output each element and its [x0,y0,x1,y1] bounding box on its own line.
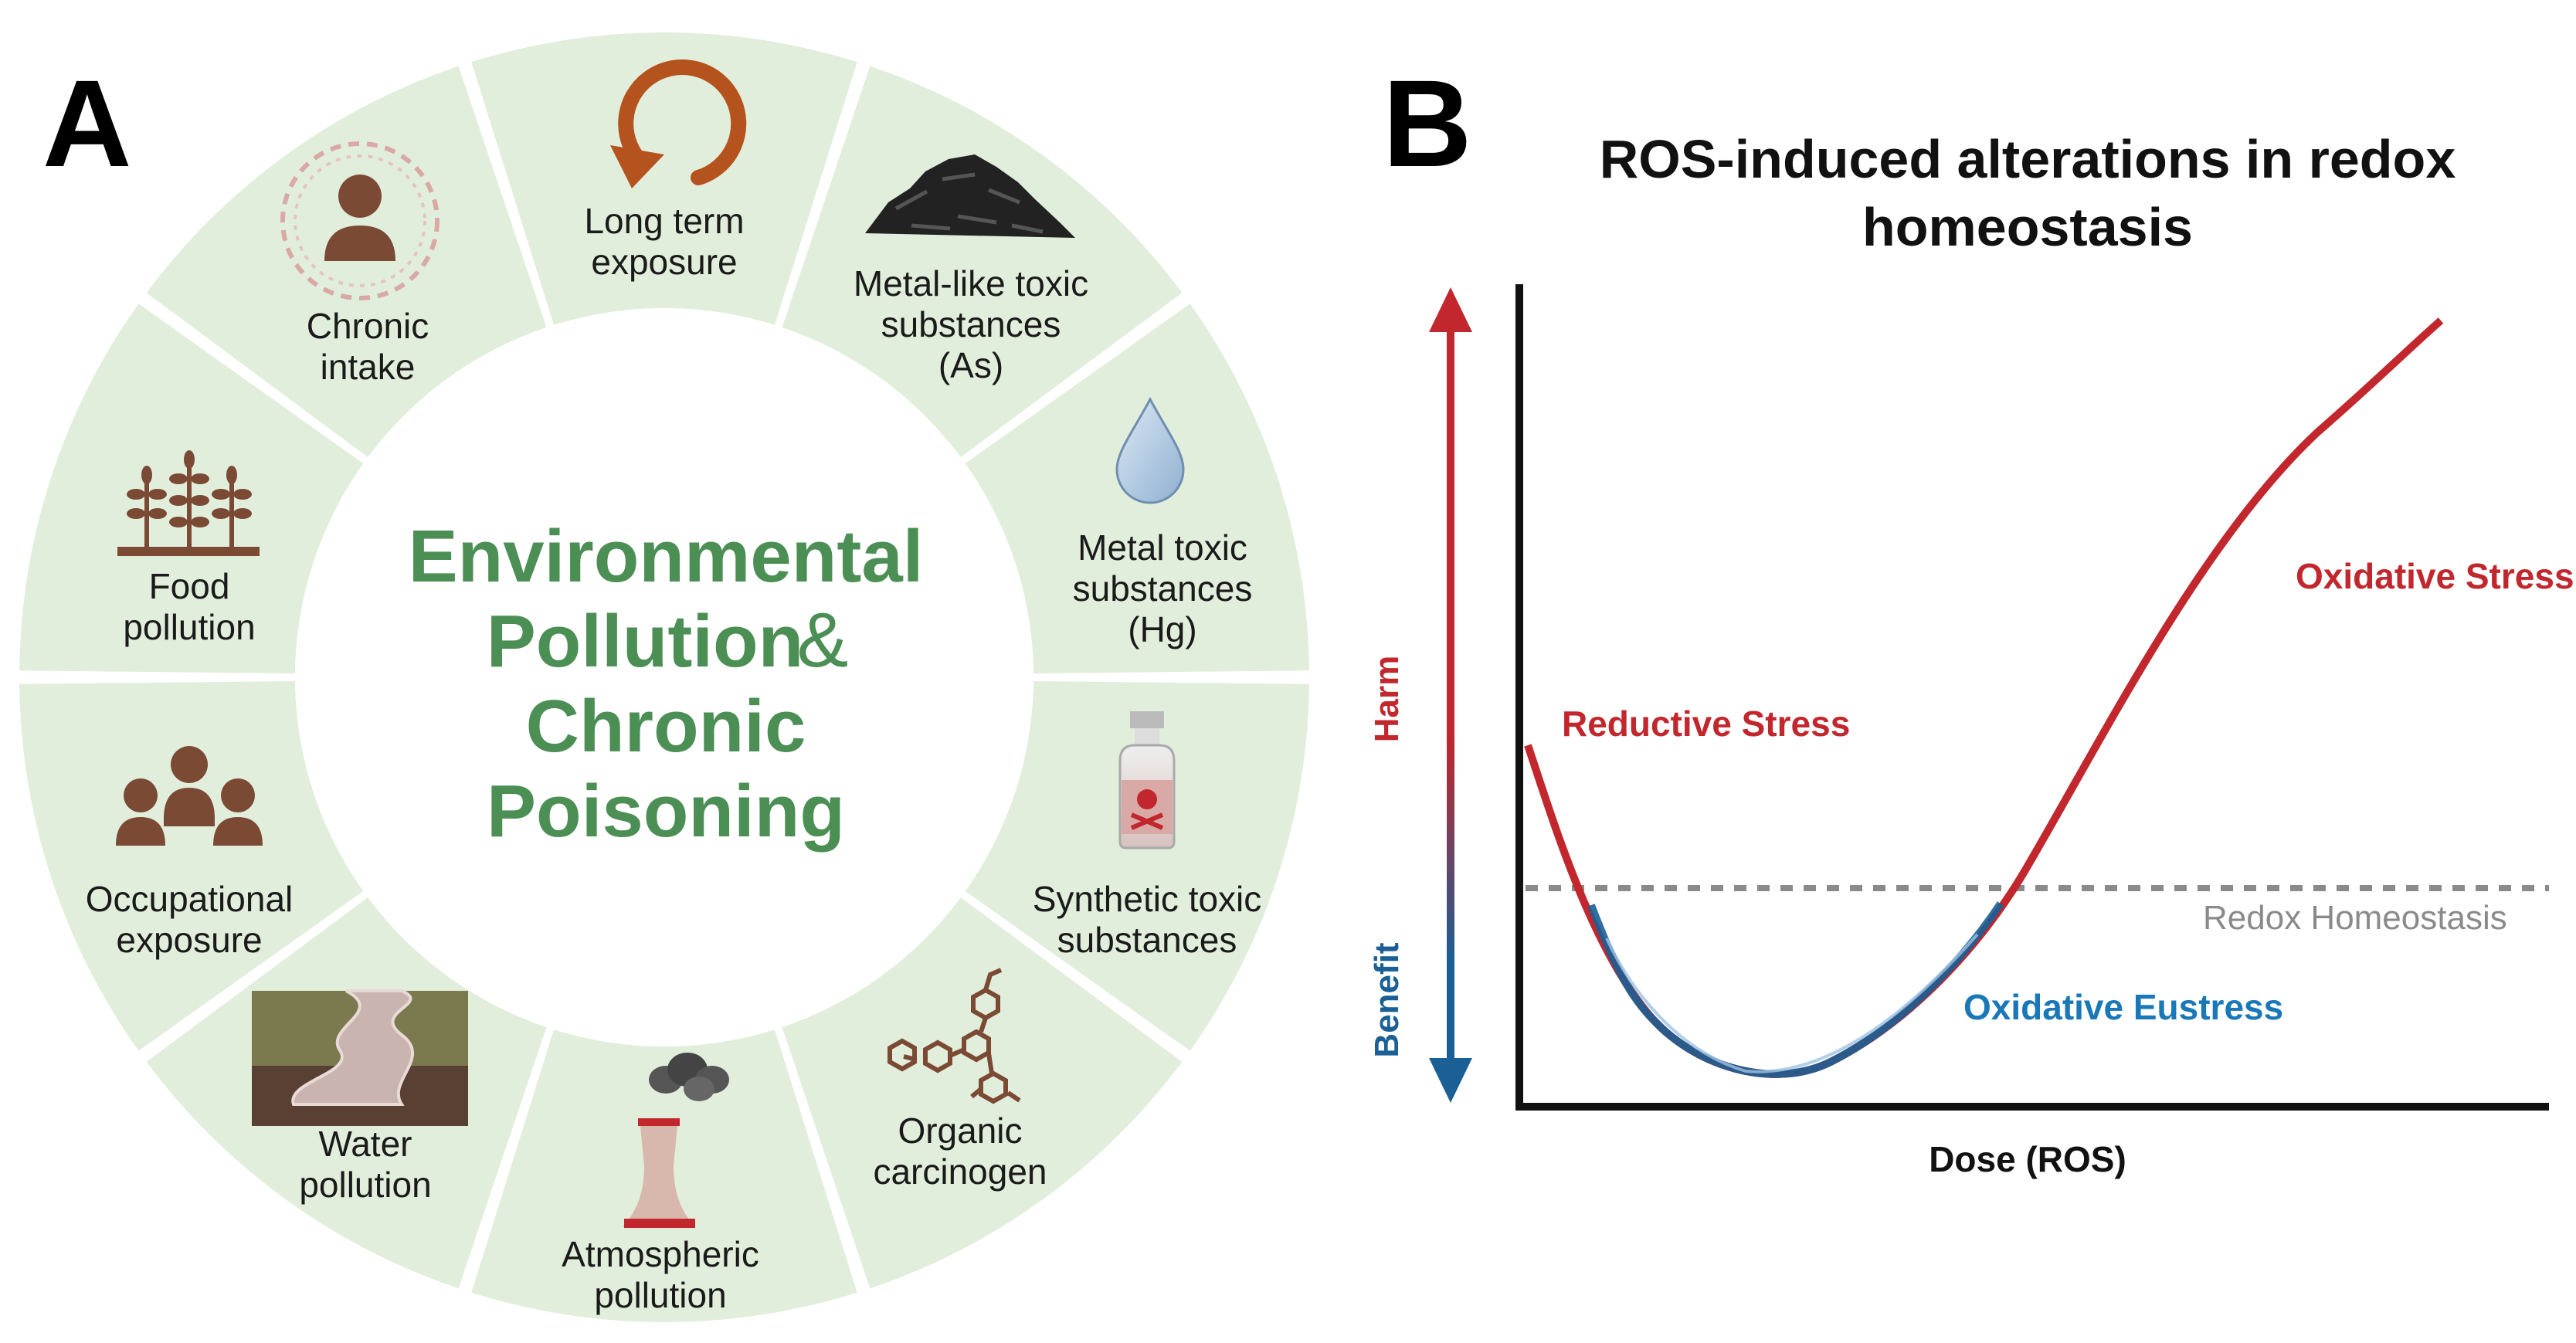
segment-label-line: substances [881,304,1061,344]
polluted-river-icon [252,989,468,1126]
people-group-icon [116,746,263,846]
panel-a-letter: A [42,54,132,192]
molecule-structure-icon [888,968,1021,1104]
cycle-arrow-icon [610,59,747,188]
segment-label-line: Metal toxic [1078,527,1247,568]
center-title-line-1: Environmental [409,515,924,598]
panel-b-letter: B [1383,54,1472,192]
ring-segment [782,66,1183,458]
panel-b-title-line-1: ROS-induced alterations in redox [1600,129,2456,189]
segment-label-line: substances [1073,568,1253,609]
water-drop-icon [1115,396,1185,504]
segment-label-line: Water [319,1124,412,1164]
benefit-label: Benefit [1368,942,1406,1057]
redox-homeostasis-label: Redox Homeostasis [2203,899,2507,937]
segment-label-line: pollution [123,607,255,647]
center-title-line-3: Chronic [526,685,806,768]
ring-center [295,308,1033,1046]
ring-segment [19,681,364,1051]
segment-label-line: exposure [591,242,737,282]
segment-label-line: Organic [898,1111,1022,1151]
reductive-stress-label: Reductive Stress [1562,704,1850,744]
harm-label: Harm [1368,656,1406,743]
coal-pile-icon [865,154,1075,238]
center-title-line-2: Pollution [487,600,804,683]
segment-label-line: carcinogen [873,1151,1047,1192]
pollution-ring [19,32,1309,1322]
ring-segment [965,681,1309,1051]
ring-segment [146,66,547,458]
harm-benefit-arrow [1429,287,1472,1103]
segment-label-line: Atmospheric [562,1234,759,1274]
segment-label-line: substances [1057,920,1237,960]
segment-label-line: Food [149,566,230,606]
segment-label-line: Metal-like toxic [854,263,1088,304]
panel-b-title-line-2: homeostasis [1862,197,2193,257]
segment-label-line: intake [321,347,416,387]
segment-label-line: Synthetic toxic [1033,879,1262,919]
plot-axes [1515,284,2549,1111]
segment-label-line: (Hg) [1128,609,1196,649]
segment-label-line: Chronic [307,306,429,346]
x-axis-label: Dose (ROS) [1929,1139,2126,1179]
crop-plants-icon [117,450,260,556]
center-title-line-4: Poisoning [487,770,845,853]
segment-label-line: Occupational [86,879,294,919]
poison-bottle-icon [1118,711,1176,850]
person-exposure-icon [280,141,440,300]
oxidative-stress-label: Oxidative Stress [2296,556,2574,596]
ring-segment [471,32,857,325]
segment-label-line: Long term [584,201,744,241]
segment-label-line: pollution [299,1165,431,1205]
center-title-ampersand: & [797,597,849,683]
segment-label-line: (As) [938,345,1003,385]
redox-curve [1524,317,2444,1078]
segment-label-line: exposure [116,920,262,960]
smokestack-icon [623,1053,729,1228]
segment-label-line: pollution [594,1275,726,1315]
center-title: Environmental Pollution & Chronic Poison… [409,515,924,853]
oxidative-eustress-label: Oxidative Eustress [1963,987,2283,1027]
